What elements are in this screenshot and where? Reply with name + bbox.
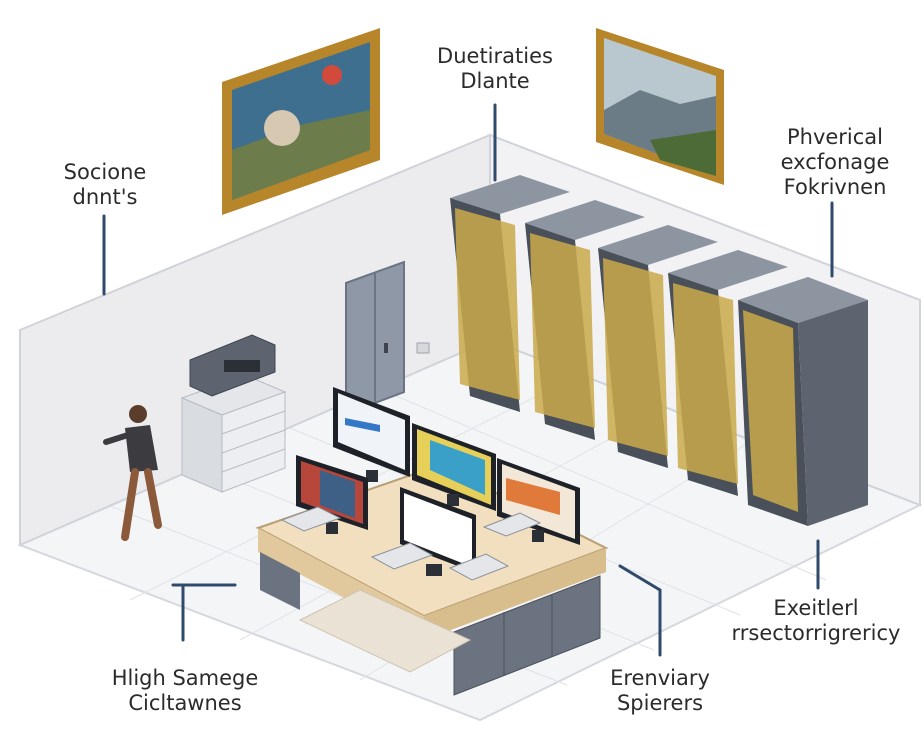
server-cabinet [668,250,788,496]
callout-bottom-center-line-2: Spierers [616,691,704,715]
monitor [333,387,410,482]
callout-bottom-left-line-1: Hligh Samege [111,666,259,690]
keyboards [280,506,542,581]
callout-top-left-line-1: Socione [63,160,147,184]
server-cabinets [450,175,868,526]
server-cabinet [450,175,570,412]
floor-mat [298,589,472,673]
callout-top-center-line-1: Duetiraties [437,44,553,68]
callout-top-right-line-1: Phverical [786,125,884,149]
callout-top-center-line-2: Dlante [460,69,530,93]
callout-bottom-left: Hligh Samege Cicltawnes [100,666,270,716]
callout-top-right-line-3: Fokrivnen [783,175,887,199]
callout-top-right: Phverical excfonage Fokrivnen [770,125,900,200]
callout-leaders [102,103,834,657]
server-cabinet [525,200,645,440]
monitor [400,487,476,576]
monitors [296,387,580,576]
callout-top-left-line-2: dnnt's [72,185,138,209]
server-cabinet [598,225,718,468]
callout-top-left: Socione dnnt's [55,160,155,210]
wall-switch [416,342,430,354]
callout-bottom-center: Erenviary Spierers [595,666,725,716]
person [103,405,162,541]
callout-bottom-left-line-2: Cicltawnes [128,691,242,715]
callout-top-center: Duetiraties Dlante [430,44,560,94]
painting-left [222,28,380,215]
door [345,260,405,416]
callout-bottom-center-line-1: Erenviary [610,666,710,690]
callout-right-line-1: Exeitlerl [773,596,859,620]
monitor [412,423,496,511]
callout-right: Exeitlerl rrsectorrigrericy [718,596,914,646]
painting-right [596,28,724,185]
callout-right-line-2: rrsectorrigrericy [731,621,901,645]
storage-shelf [180,334,287,493]
server-cabinet [738,277,868,526]
callout-top-right-line-2: excfonage [780,150,890,174]
leader-bottom-center-arm [618,564,662,592]
